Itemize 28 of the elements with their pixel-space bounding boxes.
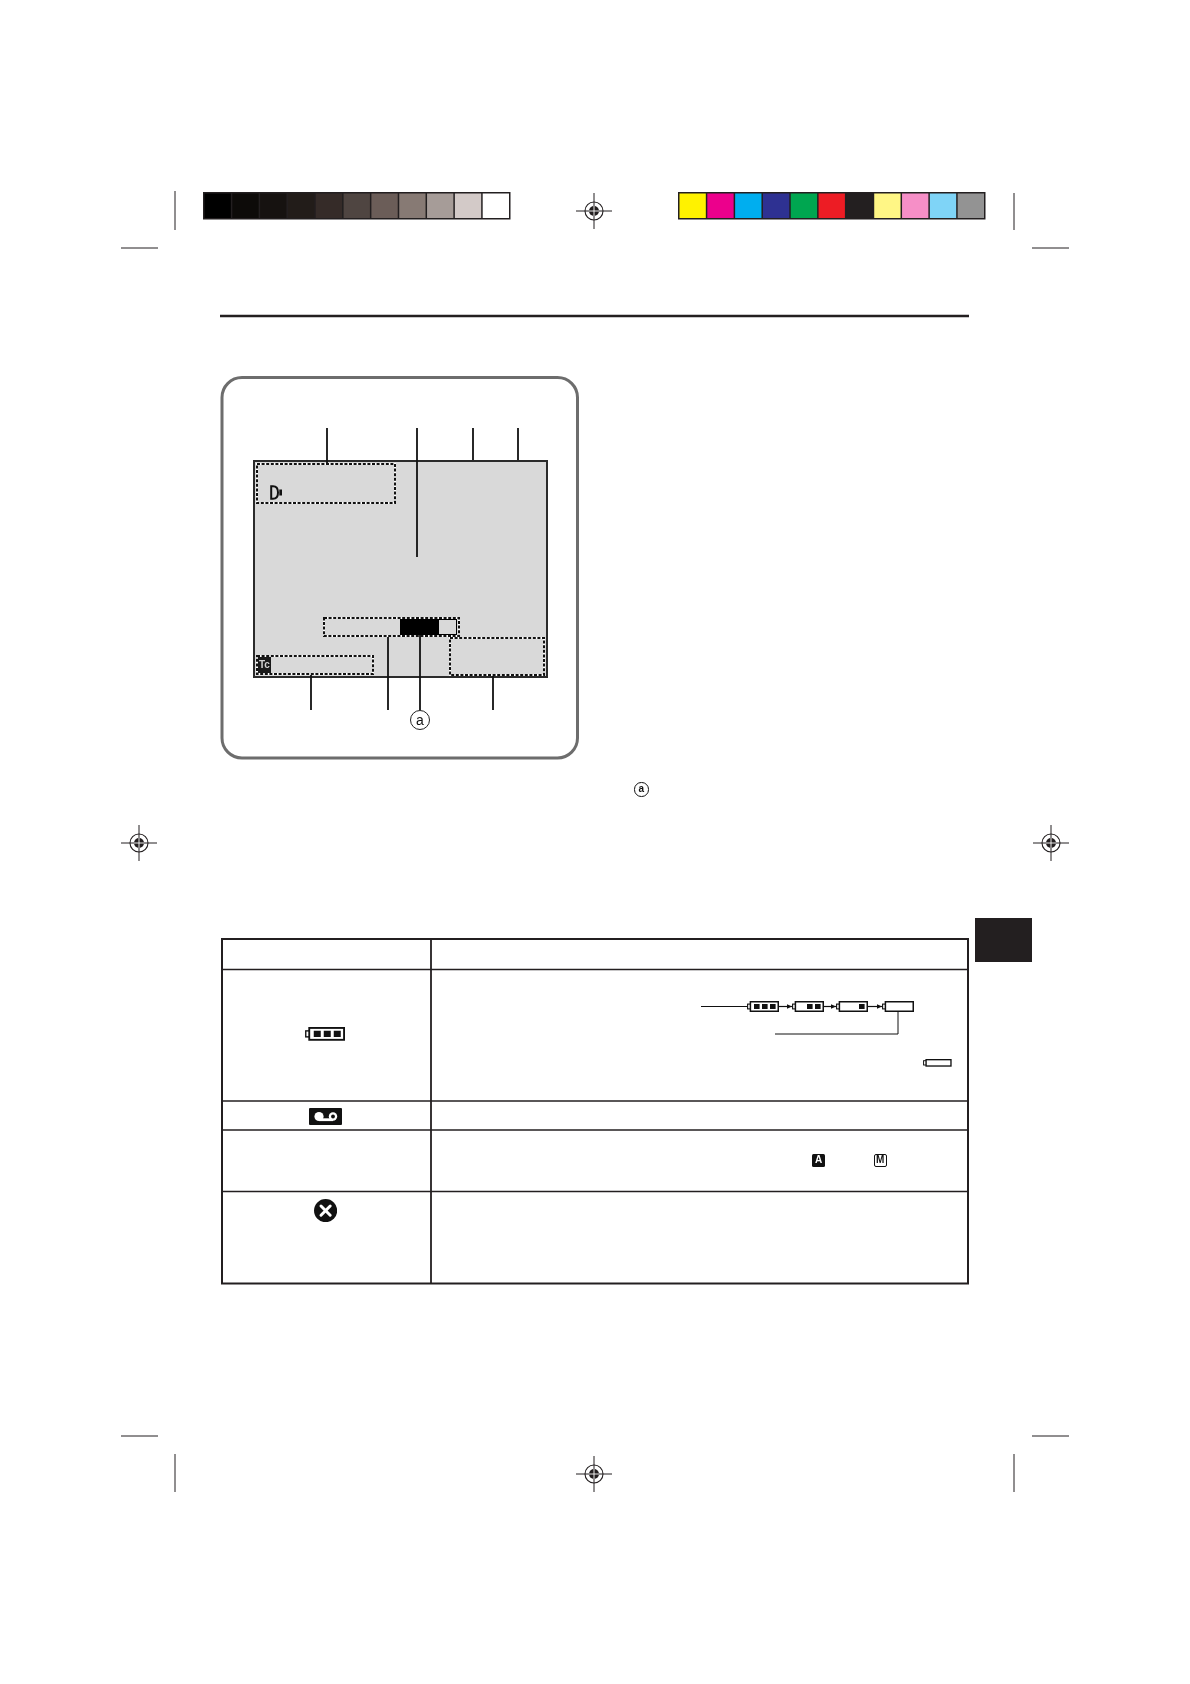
mode-indicator: A	[812, 1153, 825, 1167]
callout-letter: a	[410, 710, 430, 730]
arrow	[823, 1004, 837, 1009]
leader-line	[700, 1006, 748, 1007]
leader-line	[387, 636, 389, 711]
display-area	[323, 617, 460, 637]
battery-icon	[882, 1001, 914, 1012]
arrow	[867, 1004, 883, 1009]
battery-icon	[792, 1001, 824, 1012]
arrow	[778, 1004, 793, 1009]
leader-line	[774, 1011, 899, 1035]
leader-line	[416, 427, 418, 558]
display-area	[256, 463, 396, 504]
battery-icon	[747, 1001, 779, 1012]
leader-line	[472, 427, 474, 461]
display-area	[449, 637, 545, 676]
leader-line	[517, 427, 519, 461]
callout-letter: a	[634, 782, 649, 797]
leader-line	[326, 427, 328, 464]
display-area	[256, 655, 374, 675]
indicator-bar	[400, 619, 457, 635]
lcd-screen	[253, 460, 548, 678]
leader-line	[419, 634, 421, 711]
leader-line	[310, 674, 312, 711]
time-code-indicator: Tc	[258, 657, 271, 673]
leader-line	[492, 675, 494, 711]
battery-icon	[836, 1001, 868, 1012]
mode-indicator: M	[873, 1153, 887, 1167]
